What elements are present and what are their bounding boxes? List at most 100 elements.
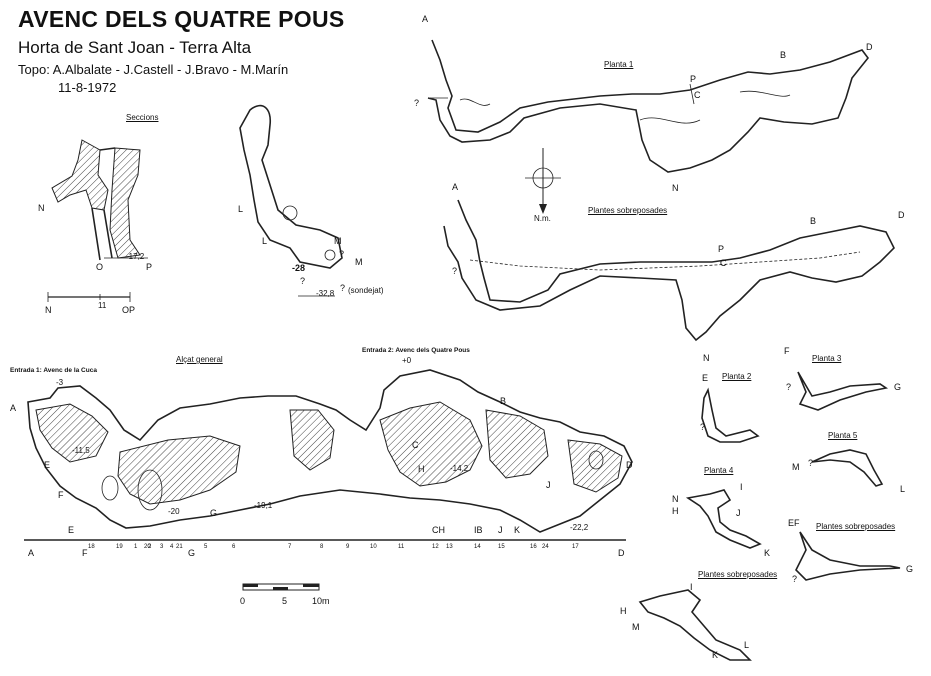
- planta-5-label-q: ?: [808, 458, 814, 468]
- axis-number: 14: [474, 544, 481, 550]
- planta-2-label-e: E: [702, 373, 709, 383]
- axis-number: 4: [170, 544, 174, 550]
- plan2-label-c: C: [720, 258, 727, 268]
- axis-number: 24: [542, 544, 549, 550]
- axis-number: 9: [346, 544, 350, 550]
- axis-number: 19: [116, 544, 123, 550]
- axis-bottom-a: A: [28, 548, 35, 558]
- planta-4-label-k: K: [764, 548, 771, 558]
- topographers: Topo: A.Albalate - J.Castell - J.Bravo -…: [18, 62, 289, 77]
- ps2-label-l: L: [744, 640, 750, 650]
- planta-1-drawing: [427, 39, 870, 214]
- scale-label-0: 0: [240, 596, 246, 606]
- planta-4-label-h: H: [672, 506, 679, 516]
- section-drawing-2: [239, 104, 343, 297]
- plan2-label-a: A: [452, 182, 459, 192]
- plantes-sobreposades-3-title: Plantes sobreposades: [698, 570, 778, 579]
- survey-date: 11-8-1972: [58, 80, 117, 95]
- plantes-sobreposades-2-title: Plantes sobreposades: [816, 522, 896, 531]
- planta-2-title: Planta 2: [722, 372, 752, 381]
- alcat-general-title: Alçat general: [176, 355, 223, 364]
- axis-number: 17: [572, 544, 579, 550]
- plan2-label-q: ?: [452, 266, 458, 276]
- section-label-l: L: [238, 204, 244, 214]
- depth-minus-20: -20: [168, 507, 180, 516]
- entrada-2-label: Entrada 2: Avenc dels Quatre Pous: [362, 347, 470, 354]
- plan1-label-d: D: [866, 42, 873, 52]
- section-scale-n: N: [45, 305, 52, 315]
- section-label-m2: M: [355, 257, 363, 267]
- alcat-general-drawing: [24, 369, 633, 541]
- planta-3-drawing: [797, 371, 889, 411]
- section-scale-mid: 11: [98, 301, 107, 310]
- ps2-label-h: H: [620, 606, 627, 616]
- section-label-o: O: [96, 262, 104, 272]
- ps2-label-i: I: [690, 582, 693, 592]
- profile-label-j: J: [546, 480, 551, 490]
- page-title: AVENC DELS QUATRE POUS: [18, 6, 345, 32]
- ps1-label-ef: EF: [788, 518, 800, 528]
- ps1-label-q: ?: [792, 574, 798, 584]
- axis-top-j: J: [498, 525, 503, 535]
- axis-number: 7: [288, 544, 292, 550]
- section-label-p: P: [146, 262, 153, 272]
- profile-label-d: D: [626, 460, 633, 470]
- depth-minus-22-2: -22,2: [570, 523, 589, 532]
- section-sondejat: (sondejat): [348, 286, 384, 295]
- page-subtitle: Horta de Sant Joan - Terra Alta: [18, 38, 252, 57]
- axis-bottom-f: F: [82, 548, 88, 558]
- ps1-label-g: G: [906, 564, 914, 574]
- profile-label-b: B: [500, 396, 507, 406]
- depth-minus-19-1: -19,1: [254, 501, 273, 510]
- plan2-label-p: P: [718, 244, 725, 254]
- section-drawing-1: [47, 139, 148, 302]
- axis-number: 2: [148, 544, 152, 550]
- plan2-label-n: N: [703, 353, 710, 363]
- section-q2: ?: [300, 276, 306, 286]
- planta-4-drawing: [685, 489, 762, 549]
- plan2-label-b: B: [810, 216, 817, 226]
- plan1-label-b: B: [780, 50, 787, 60]
- axis-top-k: K: [514, 525, 521, 535]
- axis-number: 8: [320, 544, 324, 550]
- planta-2-drawing: [701, 387, 760, 443]
- plan1-label-q: ?: [414, 98, 420, 108]
- planta-5-drawing: [811, 449, 884, 487]
- plan1-label-p: P: [690, 74, 697, 84]
- planta-3-label-f: F: [784, 346, 790, 356]
- axis-number: 21: [176, 544, 183, 550]
- axis-bottom-g: G: [188, 548, 196, 558]
- axis-top-ib: IB: [474, 525, 483, 535]
- axis-number: 10: [370, 544, 377, 550]
- plan1-label-a: A: [422, 14, 429, 24]
- axis-number: 18: [88, 544, 95, 550]
- plantes-sobreposades-title: Plantes sobreposades: [588, 206, 668, 215]
- axis-number: 16: [530, 544, 537, 550]
- planta-3-label-q: ?: [786, 382, 792, 392]
- planta-5-title: Planta 5: [828, 431, 858, 440]
- profile-label-h: H: [418, 464, 425, 474]
- axis-number: 12: [432, 544, 439, 550]
- plantes-sobreposades-drawing: [443, 199, 895, 342]
- axis-number: 20: [144, 544, 151, 550]
- planta-4-title: Planta 4: [704, 466, 734, 475]
- planta-4-label-j: J: [736, 508, 741, 518]
- axis-top-e: E: [68, 525, 75, 535]
- profile-label-f: F: [58, 490, 64, 500]
- axis-number: 11: [398, 544, 405, 550]
- planta-4-label-n: N: [672, 494, 679, 504]
- depth-minus-14-2: -14,2: [450, 464, 469, 473]
- section-depth-3: -32,8: [316, 289, 335, 298]
- axis-top-ch: CH: [432, 525, 445, 535]
- profile-label-g: G: [210, 508, 218, 518]
- section-q3: ?: [340, 283, 346, 293]
- plan1-label-c: C: [694, 90, 701, 100]
- depth-plus-0: +0: [402, 356, 412, 365]
- planta-3-title: Planta 3: [812, 354, 842, 363]
- profile-label-e: E: [44, 460, 51, 470]
- depth-minus-3: -3: [56, 378, 64, 387]
- section-scale-op: OP: [122, 305, 136, 315]
- axis-number: 5: [204, 544, 208, 550]
- scale-label-5: 5: [282, 596, 288, 606]
